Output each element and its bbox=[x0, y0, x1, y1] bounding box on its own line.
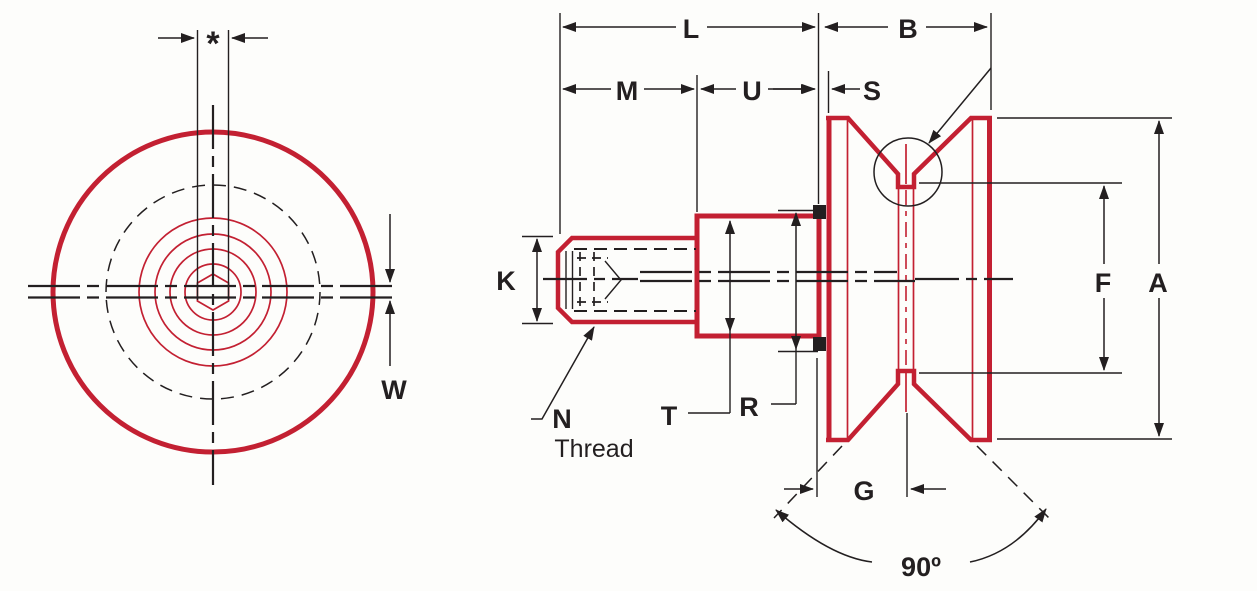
dim-f: F bbox=[1095, 185, 1112, 371]
washer-top bbox=[813, 205, 826, 219]
side-view: L B M U S K bbox=[496, 13, 1172, 582]
dim-b: B bbox=[824, 14, 988, 44]
groove-slot-lines bbox=[897, 144, 915, 412]
dim-k: K bbox=[496, 235, 553, 325]
dim-label-k: K bbox=[496, 266, 516, 296]
dim-label-s: S bbox=[863, 76, 881, 106]
thread-note-letter: N bbox=[552, 404, 572, 434]
dim-m: M bbox=[562, 76, 695, 106]
dim-u: U bbox=[700, 76, 816, 106]
thread-note: N Thread bbox=[531, 326, 634, 463]
dim-label-r: R bbox=[739, 392, 759, 422]
dim-star: * bbox=[158, 25, 268, 300]
dim-l: L bbox=[562, 14, 816, 44]
dim-s: S bbox=[773, 76, 881, 106]
dim-a: A bbox=[1148, 120, 1168, 437]
front-view: * W bbox=[28, 25, 407, 485]
groove-detail-circle bbox=[873, 137, 943, 207]
detail-leader bbox=[928, 67, 992, 144]
dim-t: T bbox=[661, 220, 735, 431]
dim-label-b: B bbox=[898, 14, 918, 44]
dim-label-m: M bbox=[616, 76, 639, 106]
extension-lines bbox=[559, 13, 1172, 497]
thread-note-word: Thread bbox=[554, 435, 633, 463]
dim-label-star: * bbox=[206, 25, 220, 63]
dim-label-l: L bbox=[683, 14, 700, 44]
groove-pitch-circle-dashed bbox=[105, 184, 321, 400]
dim-label-a: A bbox=[1148, 268, 1168, 298]
dim-label-g: G bbox=[853, 476, 874, 506]
dim-label-u: U bbox=[742, 76, 762, 106]
thread-leader bbox=[531, 326, 595, 420]
dim-label-w: W bbox=[381, 375, 407, 405]
axis-lines bbox=[543, 270, 1013, 283]
sheave-top-profile bbox=[826, 115, 992, 190]
washer-bottom bbox=[813, 337, 826, 351]
dim-r: R bbox=[739, 209, 818, 422]
dim-label-f: F bbox=[1095, 268, 1112, 298]
dim-g: G bbox=[784, 476, 946, 506]
dim-w: W bbox=[381, 214, 407, 405]
groove-angle: 90º bbox=[773, 445, 1050, 582]
shoulder-outline bbox=[694, 213, 822, 339]
sheave-bottom-profile bbox=[826, 368, 992, 443]
dim-label-t: T bbox=[661, 401, 678, 431]
front-slot-lines bbox=[28, 284, 398, 299]
groove-angle-label: 90º bbox=[901, 552, 941, 582]
